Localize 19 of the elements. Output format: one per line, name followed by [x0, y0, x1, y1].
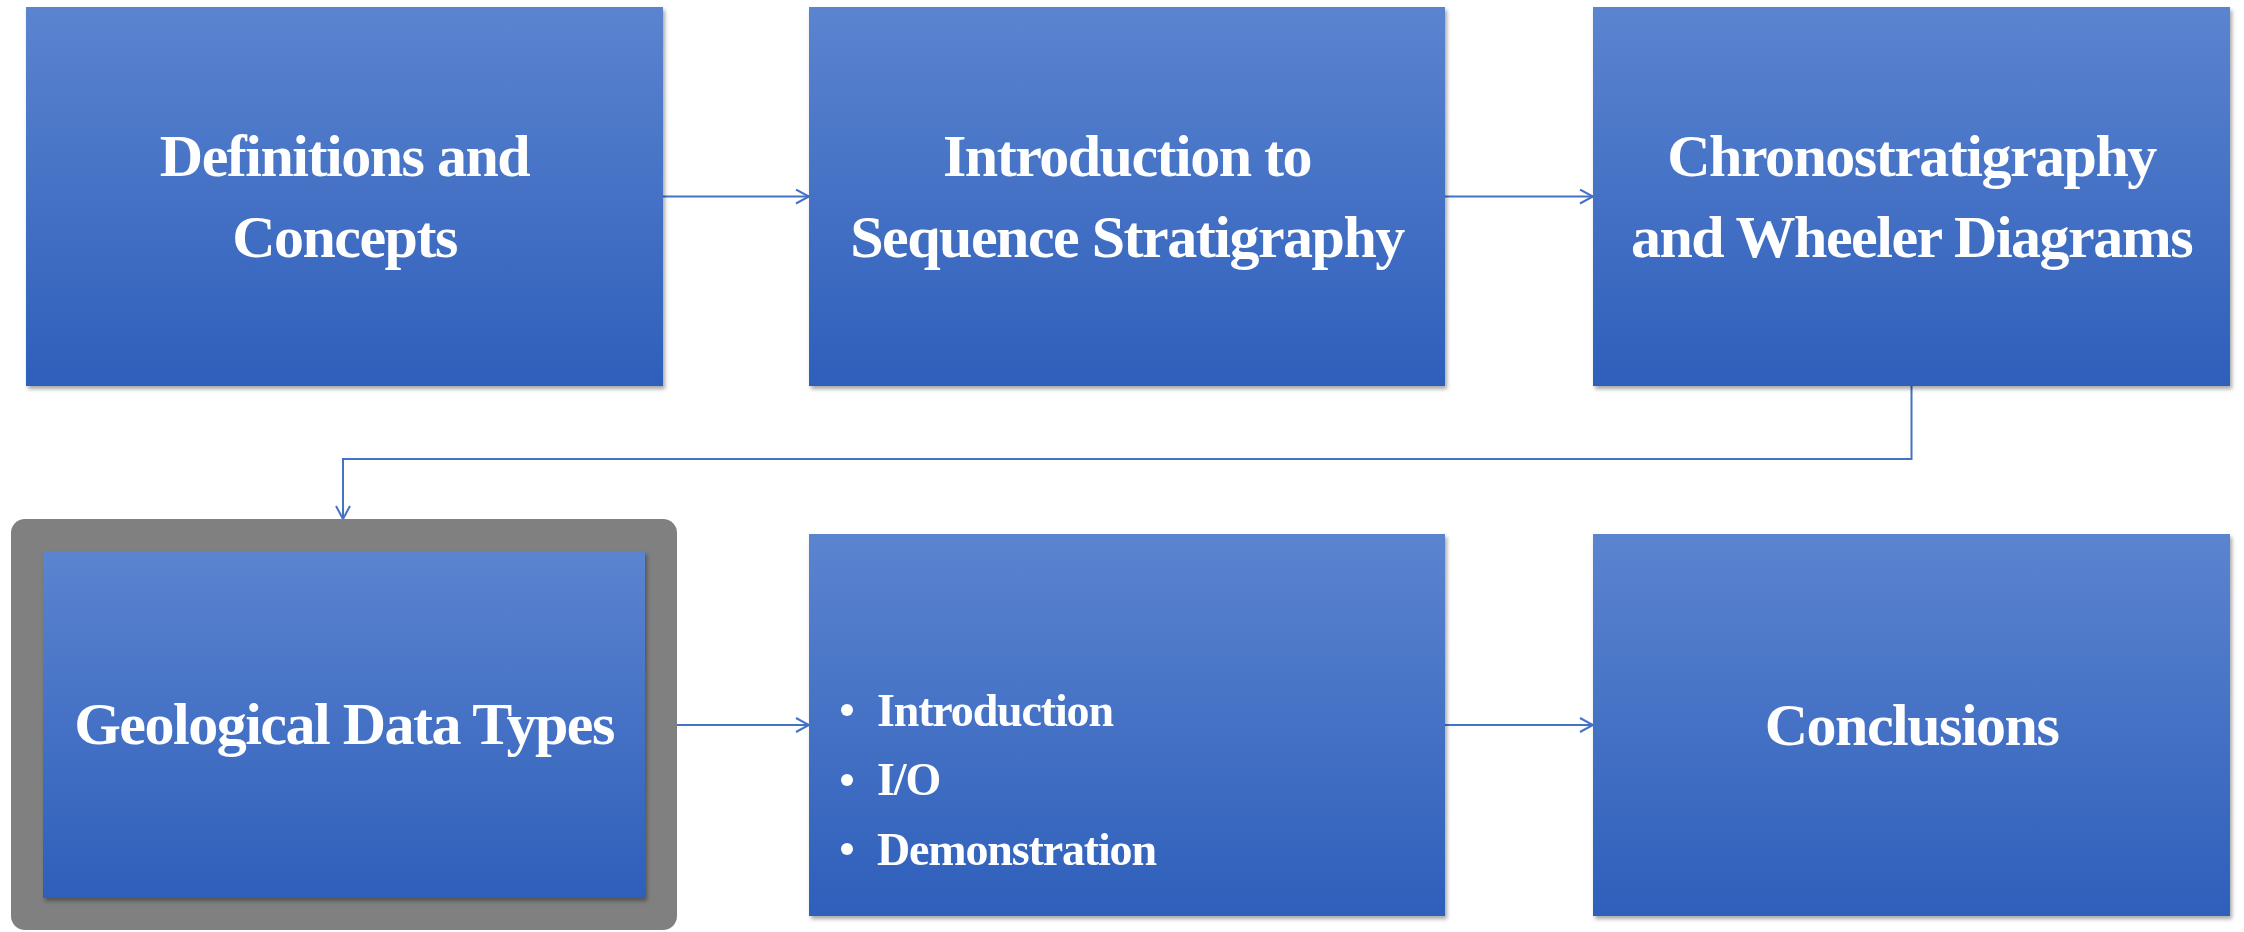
arrow — [335, 385, 1913, 520]
highlighted-box — [11, 519, 677, 930]
arrow — [1444, 717, 1594, 733]
arrow — [676, 717, 810, 733]
process-box — [26, 7, 663, 386]
process-box — [1593, 534, 2230, 916]
box-title: Introduction to Sequence Stratigraphy — [849, 121, 1406, 272]
arrow — [1444, 188, 1594, 205]
box-title: Definitions and Concepts — [158, 121, 531, 272]
bullet-item: Demonstration — [877, 822, 1156, 877]
box-title: Conclusions — [1764, 690, 2059, 760]
bullet-item: I/O — [877, 753, 940, 807]
arrow — [662, 188, 810, 205]
box-title: Geological Data Types — [74, 690, 614, 759]
box-title: Chronostratigraphy and Wheeler Diagrams — [1629, 121, 2194, 272]
process-box — [809, 7, 1445, 386]
process-box — [1593, 7, 2230, 386]
bullet-item: Introduction — [877, 683, 1113, 738]
process-box — [809, 534, 1445, 916]
